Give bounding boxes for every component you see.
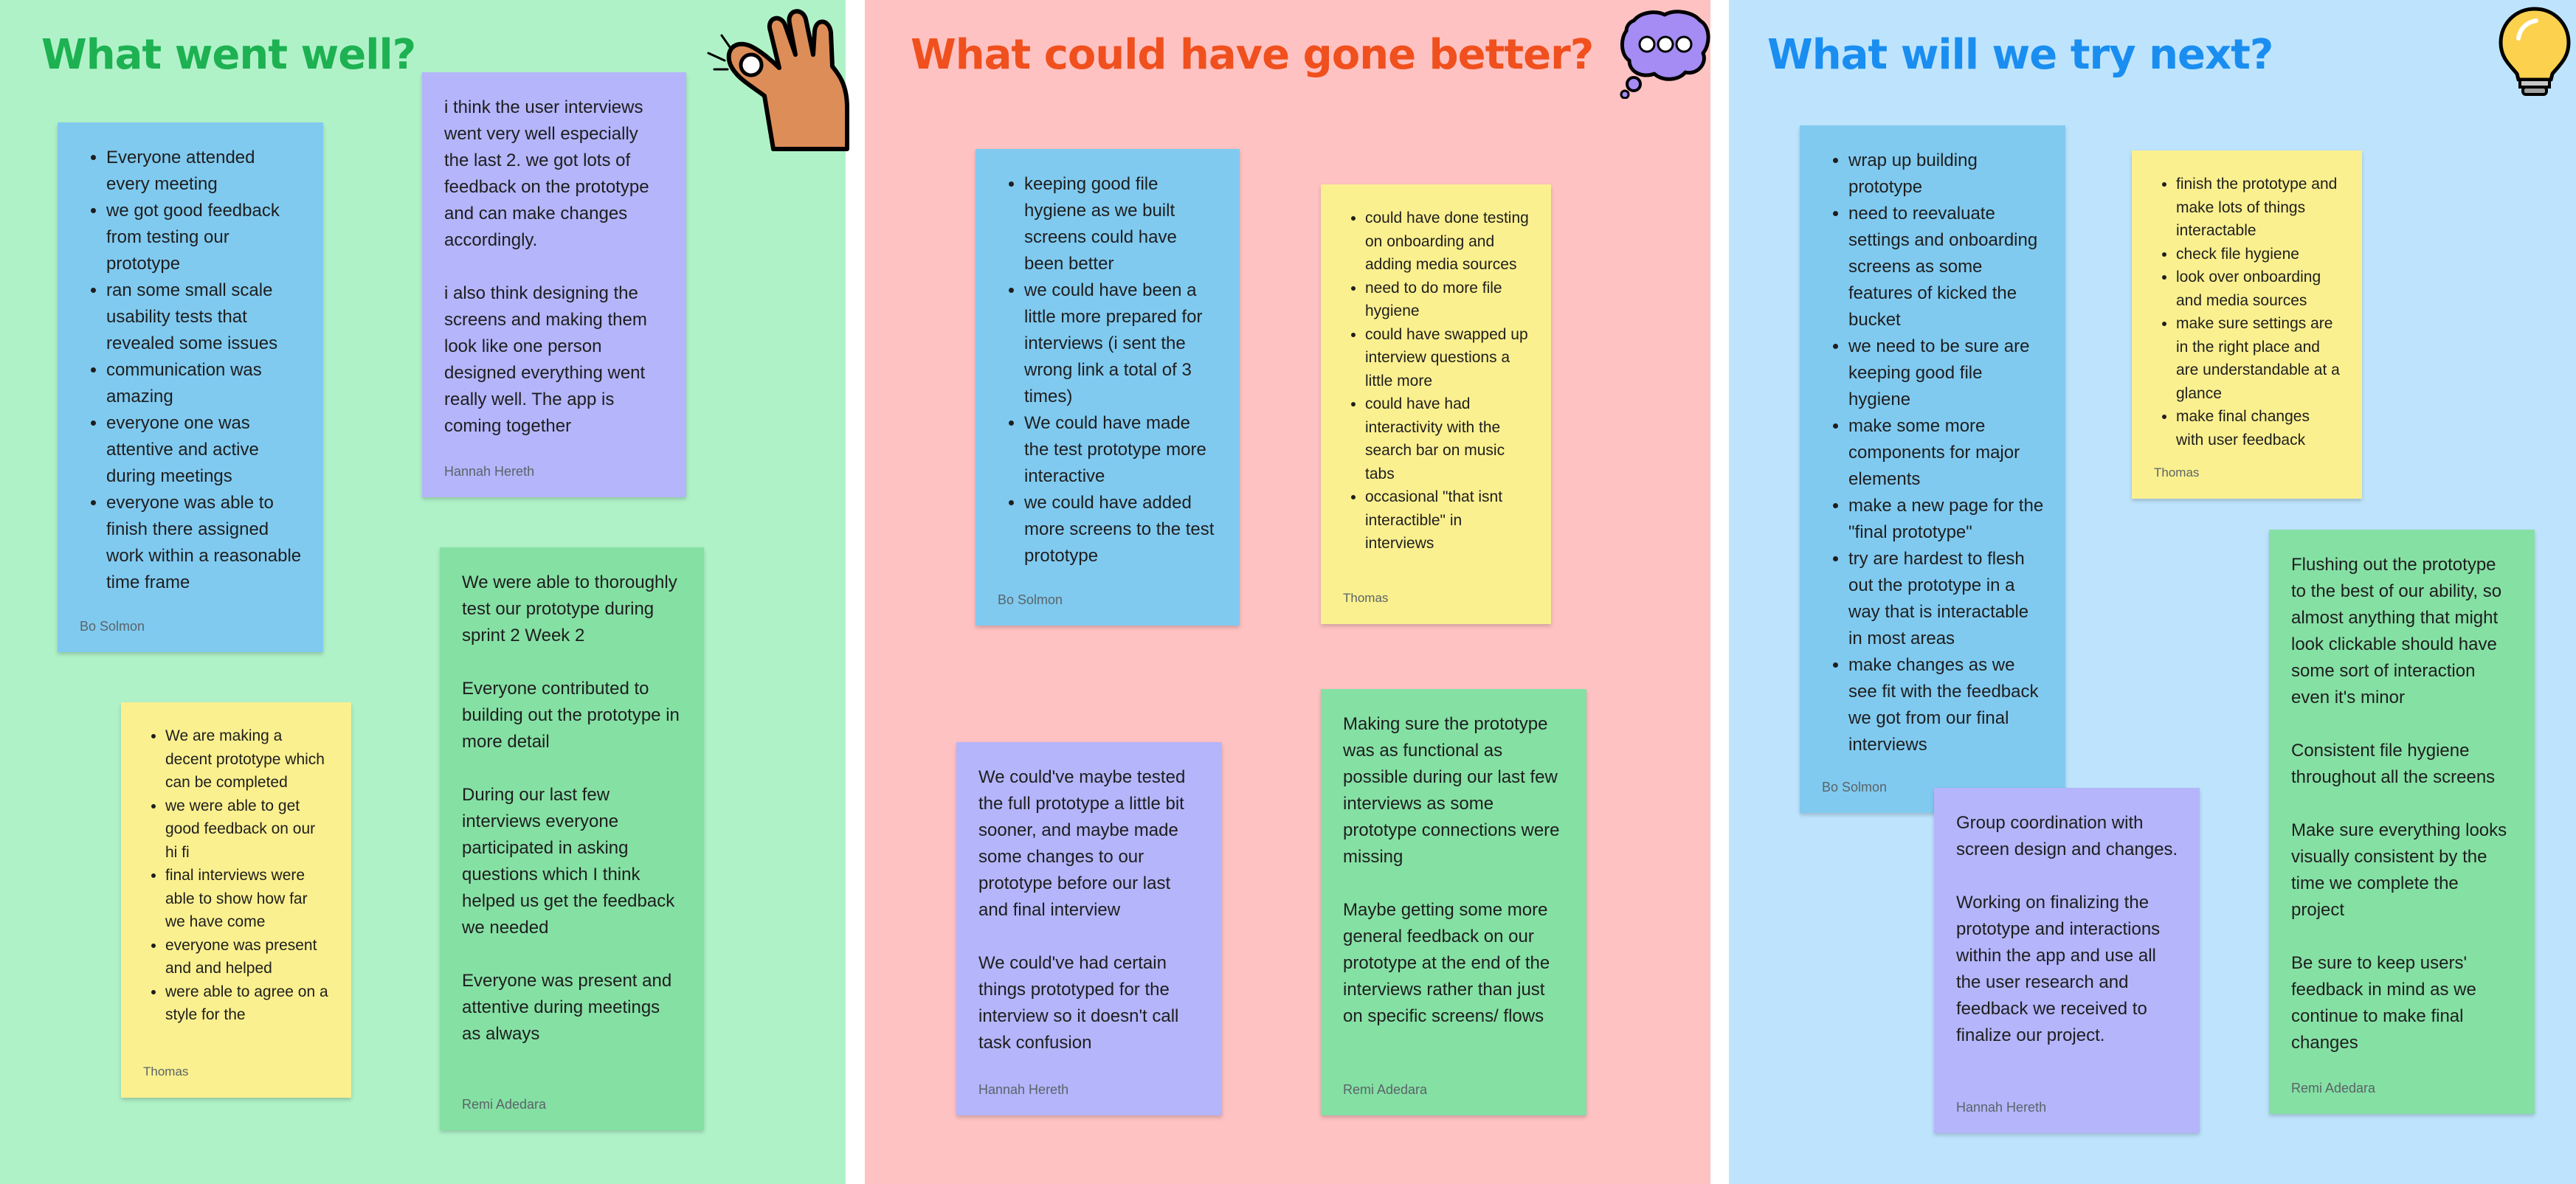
note-author: Bo Solmon <box>80 619 145 634</box>
list-item: wrap up building prototype <box>1848 148 2045 201</box>
list-item: try are hardest to flesh out the prototy… <box>1848 546 2045 652</box>
note-text: Making sure the prototype was as functio… <box>1343 714 1560 1026</box>
section-what-will-we-try-next: What will we try next? wrap up building … <box>1729 0 2576 1184</box>
section-what-went-well: What went well? Everyone attended every … <box>0 0 849 1184</box>
sticky-note-thomas[interactable]: We are making a decent prototype which c… <box>121 702 351 1098</box>
list-item: finish the prototype and make lots of th… <box>2176 173 2341 243</box>
note-author: Remi Adedara <box>462 1097 547 1112</box>
sticky-note-bo-solmon[interactable]: wrap up building prototype need to reeva… <box>1800 125 2065 813</box>
list-item: need to do more file hygiene <box>1365 277 1530 323</box>
light-bulb-icon[interactable] <box>2496 6 2573 97</box>
list-item: we could have added more screens to the … <box>1024 490 1219 570</box>
ok-hand-icon[interactable] <box>702 3 850 158</box>
list-item: keeping good file hygiene as we built sc… <box>1024 171 1219 277</box>
section-title: What will we try next? <box>1767 31 2273 79</box>
sticky-note-remi-adedara[interactable]: We were able to thoroughly test our prot… <box>440 547 704 1130</box>
list-item: were able to agree on a style for the <box>165 980 331 1027</box>
thought-bubble-icon[interactable] <box>1619 7 1712 100</box>
note-list: keeping good file hygiene as we built sc… <box>998 171 1219 570</box>
note-text: Group coordination with screen design an… <box>1956 813 2178 1045</box>
note-author: Hannah Hereth <box>444 464 535 479</box>
note-list: Everyone attended every meeting we got g… <box>80 145 303 596</box>
section-title: What went well? <box>41 31 416 79</box>
list-item: make changes as we see fit with the feed… <box>1848 652 2045 758</box>
list-item: communication was amazing <box>106 357 303 410</box>
note-author: Bo Solmon <box>998 592 1063 607</box>
note-author: Thomas <box>143 1064 189 1079</box>
list-item: we were able to get good feedback on our… <box>165 794 331 865</box>
list-item: could have swapped up interview question… <box>1365 323 1530 393</box>
list-item: make final changes with user feedback <box>2176 405 2341 451</box>
section-title: What could have gone better? <box>911 31 1594 79</box>
note-text: i think the user interviews went very we… <box>444 97 649 436</box>
sticky-note-remi-adedara[interactable]: Flushing out the prototype to the best o… <box>2269 530 2535 1114</box>
list-item: everyone was present and and helped <box>165 934 331 980</box>
list-item: make some more components for major elem… <box>1848 413 2045 493</box>
list-item: final interviews were able to show how f… <box>165 864 331 934</box>
note-list: We are making a decent prototype which c… <box>143 724 331 1027</box>
sticky-note-bo-solmon[interactable]: keeping good file hygiene as we built sc… <box>976 149 1240 626</box>
note-author: Hannah Hereth <box>978 1082 1069 1097</box>
note-author: Hannah Hereth <box>1956 1100 2047 1115</box>
sticky-note-hannah-hereth[interactable]: We could've maybe tested the full protot… <box>956 742 1222 1115</box>
note-list: finish the prototype and make lots of th… <box>2154 173 2341 451</box>
sticky-note-bo-solmon[interactable]: Everyone attended every meeting we got g… <box>58 122 323 652</box>
list-item: check file hygiene <box>2176 243 2341 266</box>
sticky-note-hannah-hereth[interactable]: Group coordination with screen design an… <box>1934 788 2200 1133</box>
list-item: we need to be sure are keeping good file… <box>1848 333 2045 413</box>
note-text: We were able to thoroughly test our prot… <box>462 572 680 1044</box>
note-list: could have done testing on onboarding an… <box>1343 207 1530 555</box>
list-item: make sure settings are in the right plac… <box>2176 312 2341 405</box>
note-text: Flushing out the prototype to the best o… <box>2291 555 2507 1053</box>
note-author: Bo Solmon <box>1822 780 1888 794</box>
note-author: Thomas <box>2154 465 2200 480</box>
note-list: wrap up building prototype need to reeva… <box>1822 148 2045 758</box>
list-item: everyone one was attentive and active du… <box>106 410 303 490</box>
list-item: could have had interactivity with the se… <box>1365 392 1530 485</box>
note-author: Thomas <box>1343 591 1389 605</box>
list-item: We could have made the test prototype mo… <box>1024 410 1219 490</box>
list-item: need to reevaluate settings and onboardi… <box>1848 201 2045 333</box>
section-what-could-have-gone-better: What could have gone better? keeping goo… <box>865 0 1710 1184</box>
list-item: could have done testing on onboarding an… <box>1365 207 1530 277</box>
note-author: Remi Adedara <box>2291 1081 2376 1095</box>
sticky-note-thomas[interactable]: could have done testing on onboarding an… <box>1321 184 1551 624</box>
sticky-note-thomas[interactable]: finish the prototype and make lots of th… <box>2132 150 2362 499</box>
list-item: occasional "that isnt interactible" in i… <box>1365 485 1530 555</box>
note-author: Remi Adedara <box>1343 1082 1428 1097</box>
list-item: We are making a decent prototype which c… <box>165 724 331 794</box>
list-item: ran some small scale usability tests tha… <box>106 277 303 357</box>
note-text: We could've maybe tested the full protot… <box>978 767 1186 1053</box>
list-item: Everyone attended every meeting <box>106 145 303 198</box>
sticky-note-remi-adedara[interactable]: Making sure the prototype was as functio… <box>1321 689 1586 1115</box>
list-item: make a new page for the "final prototype… <box>1848 493 2045 546</box>
list-item: we could have been a little more prepare… <box>1024 277 1219 410</box>
list-item: everyone was able to finish there assign… <box>106 490 303 596</box>
list-item: look over onboarding and media sources <box>2176 266 2341 312</box>
list-item: we got good feedback from testing our pr… <box>106 198 303 277</box>
sticky-note-hannah-hereth[interactable]: i think the user interviews went very we… <box>422 72 686 497</box>
